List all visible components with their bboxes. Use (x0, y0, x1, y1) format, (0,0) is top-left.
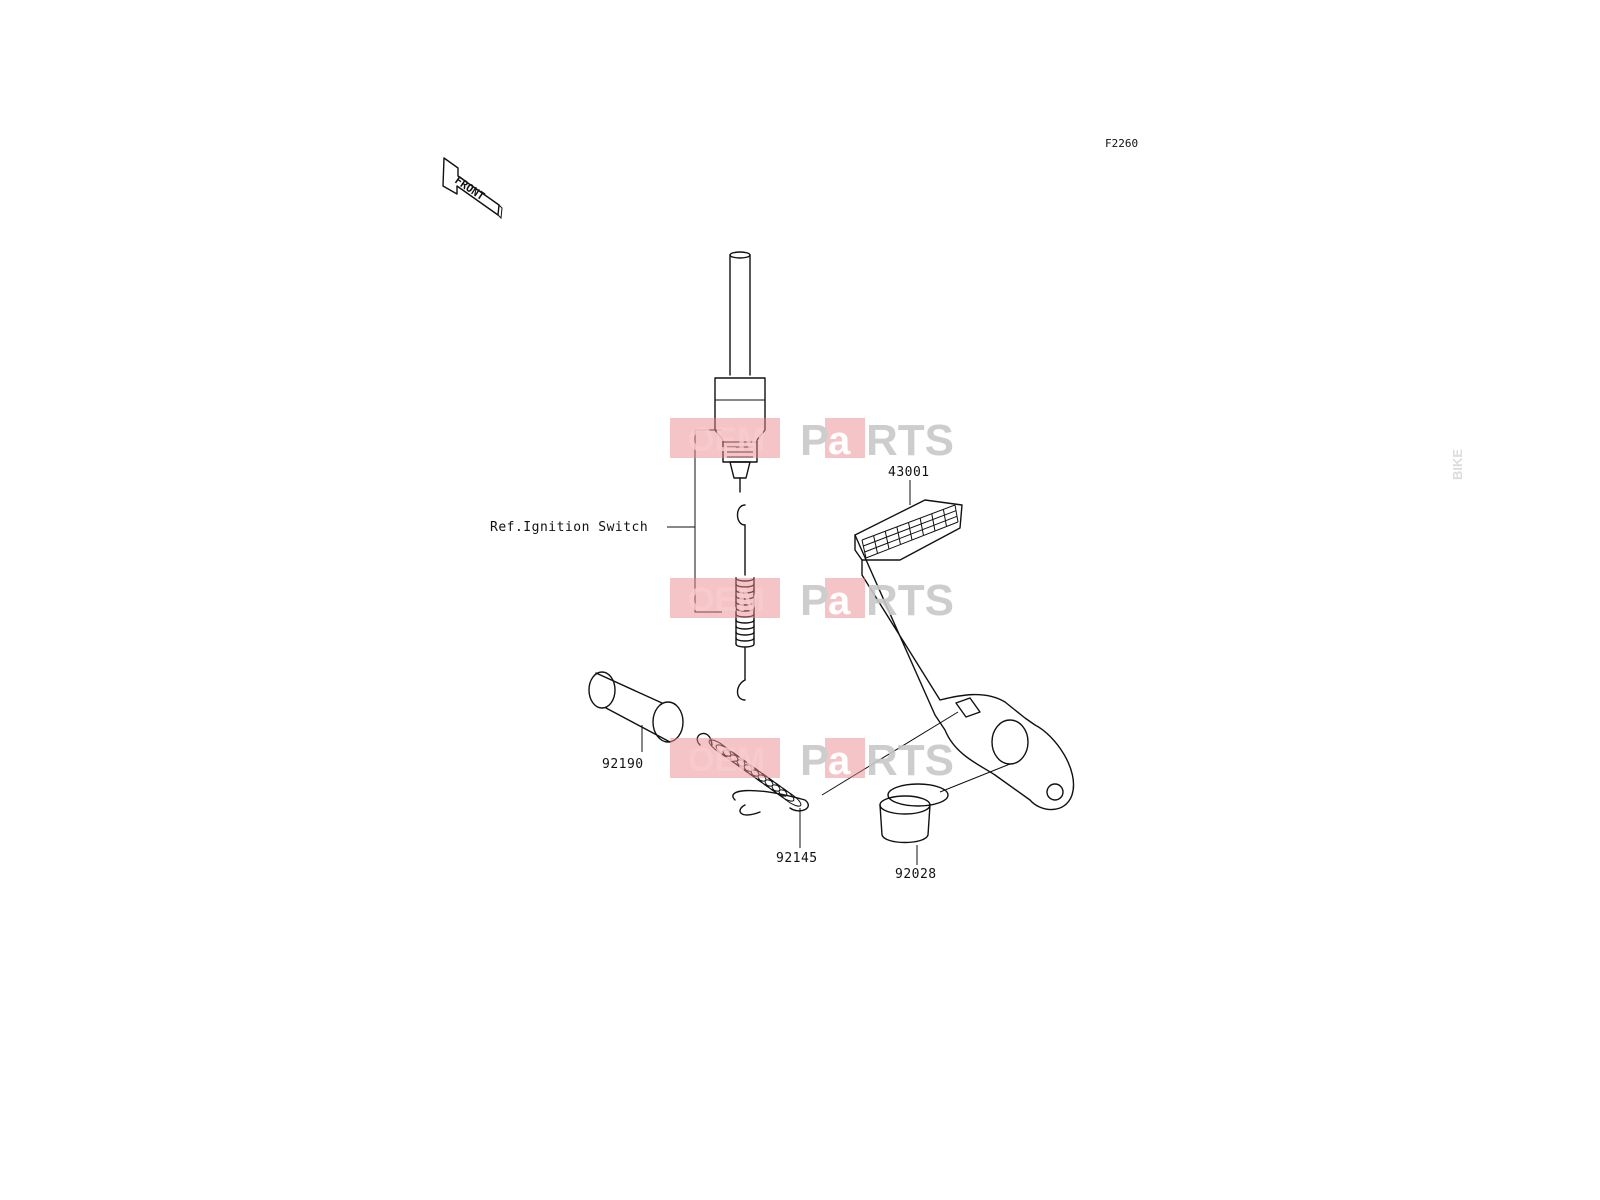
part-label-92028: 92028 (895, 867, 937, 882)
watermark: OEM BIKE P a RTS OEM P a RTS OEM P a RTS (670, 416, 1465, 785)
ref-ignition-switch-label: Ref.Ignition Switch (490, 520, 648, 535)
brake-pedal-43001 (854, 480, 1075, 811)
svg-text:a: a (828, 419, 851, 463)
svg-text:OEM: OEM (688, 421, 765, 459)
return-spring-92145 (696, 711, 959, 848)
svg-text:P: P (800, 416, 829, 465)
ref-bracket (667, 429, 722, 613)
svg-text:RTS: RTS (866, 576, 954, 625)
svg-text:a: a (828, 579, 851, 623)
front-arrow-icon: FRONT (442, 157, 503, 220)
svg-text:OEM: OEM (688, 741, 765, 779)
svg-text:P: P (800, 576, 829, 625)
watermark-3: OEM P a RTS (670, 736, 954, 785)
pedal-grip-pattern (861, 504, 959, 559)
svg-text:a: a (828, 739, 851, 783)
svg-text:P: P (800, 736, 829, 785)
part-label-43001: 43001 (888, 465, 930, 480)
sleeve-92190 (588, 671, 684, 752)
brake-light-spring (735, 504, 755, 701)
part-label-92190: 92190 (602, 757, 644, 772)
brake-light-switch (714, 251, 766, 493)
part-label-92145: 92145 (776, 851, 818, 866)
svg-text:BIKE: BIKE (1450, 449, 1465, 480)
svg-text:OEM: OEM (688, 581, 765, 619)
diagram-code: F2260 (1105, 137, 1138, 150)
bushing-92028 (879, 783, 949, 865)
svg-text:RTS: RTS (866, 416, 954, 465)
svg-text:RTS: RTS (866, 736, 954, 785)
watermark-2: OEM P a RTS (670, 576, 954, 625)
watermark-1: OEM BIKE P a RTS (670, 416, 1465, 480)
